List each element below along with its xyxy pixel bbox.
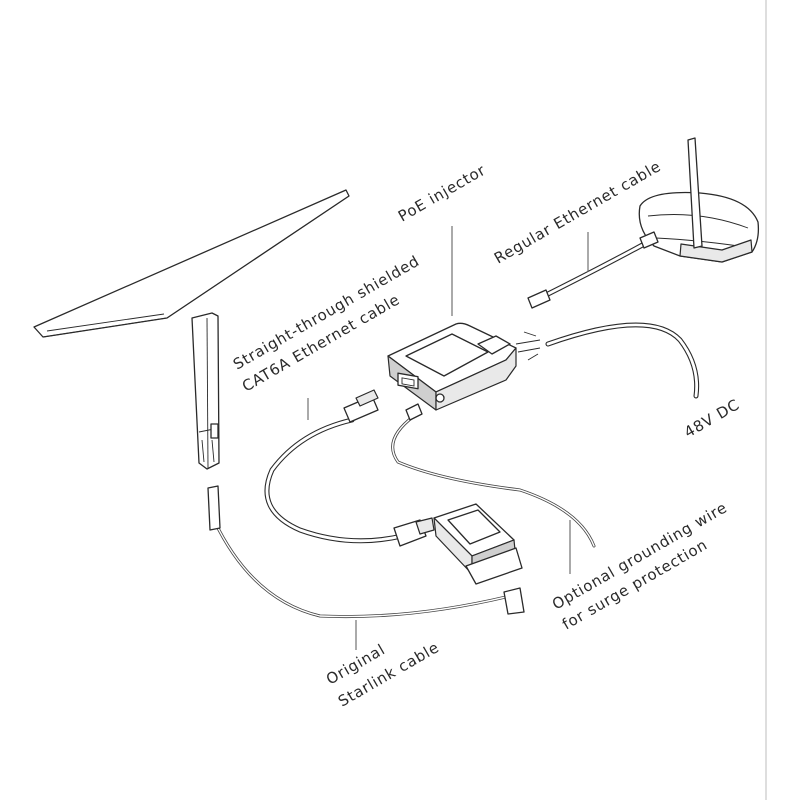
label-grounding-1: Optional grounding wire bbox=[549, 498, 730, 613]
rj45-plug-bottom bbox=[393, 517, 435, 547]
label-regular-ethernet: Regular Ethernet cable bbox=[491, 157, 664, 267]
label-48v-dc: 48V DC bbox=[681, 395, 743, 441]
cable-adapter-icon bbox=[433, 503, 523, 585]
poe-injector-icon bbox=[387, 322, 517, 411]
wifi-router-icon bbox=[638, 137, 760, 263]
label-poe-injector: PoE injector bbox=[395, 161, 489, 226]
rj45-plug-top bbox=[343, 389, 379, 423]
starlink-dish-icon bbox=[33, 189, 350, 470]
